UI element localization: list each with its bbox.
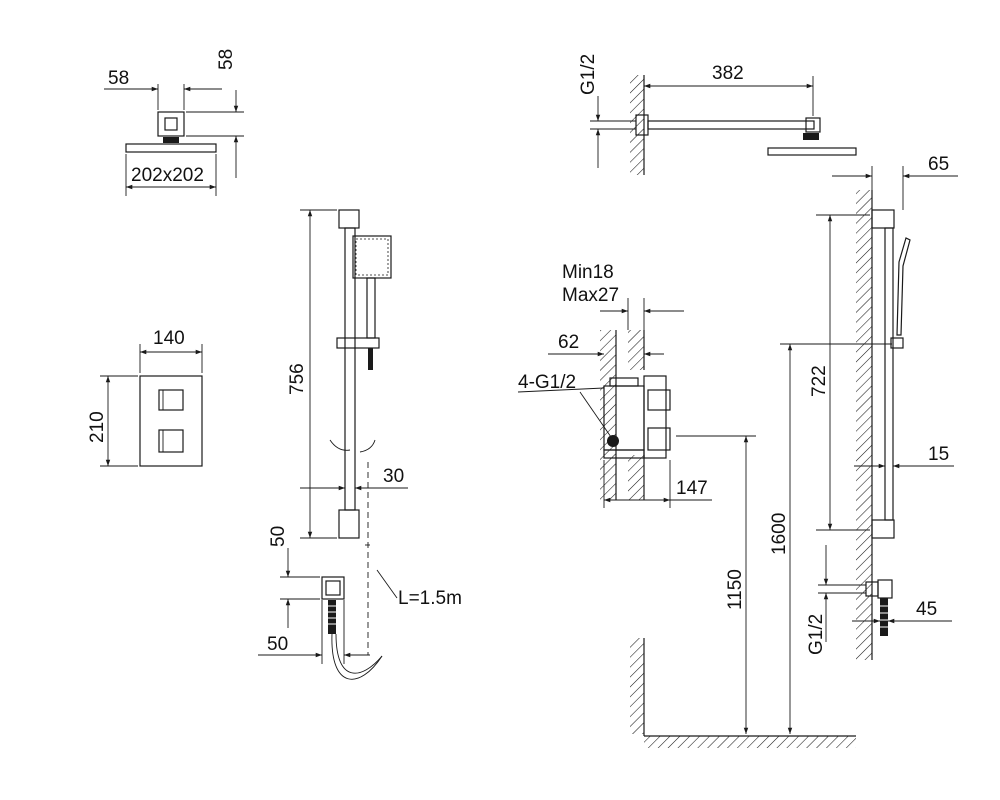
side-bottom-projection-label: 45 [916,599,937,620]
side-top-projection-label: 65 [928,154,949,175]
arm-thread-label: G1/2 [578,54,599,95]
rail-front-view: 756 30 L=1.5m [287,209,462,609]
valve-projection-label: 147 [676,478,708,499]
valve-height-label: 210 [87,411,108,443]
floor-section: 1600 [630,343,892,748]
valve-ports-label: 4-G1/2 [518,372,576,393]
valve-side-view: Min18 Max27 62 4-G1/2 147 1150 [517,262,756,734]
rail-side-view: 65 722 15 45 G1/2 [806,154,958,660]
total-height-label: 1600 [769,513,790,555]
rail-length-label: 756 [287,363,308,395]
valve-floor-height-label: 1150 [725,569,746,610]
hose-length-label: L=1.5m [398,588,462,609]
head-width-label: 58 [108,68,129,89]
outlet-width-label: 50 [267,634,288,655]
rail-offset-label: 30 [383,466,404,487]
arm-side-view: 382 G1/2 [578,54,857,175]
depth-max-label: Max27 [562,285,619,306]
outlet-height-label: 50 [268,526,289,547]
depth-min-label: Min18 [562,262,614,283]
overhead-head-view: 58 58 202x202 [104,49,244,196]
valve-front-view: 140 210 [87,328,203,467]
valve-width-label: 140 [153,328,185,349]
side-rail-projection-label: 15 [928,444,949,465]
head-plate-label: 202x202 [131,165,204,186]
outlet-view: 50 50 [258,462,383,680]
arm-length-label: 382 [712,63,744,84]
valve-depth-label: 62 [558,332,579,353]
side-bottom-thread-label: G1/2 [806,614,827,655]
side-rail-length-label: 722 [809,365,830,397]
head-height-label: 58 [216,49,237,70]
